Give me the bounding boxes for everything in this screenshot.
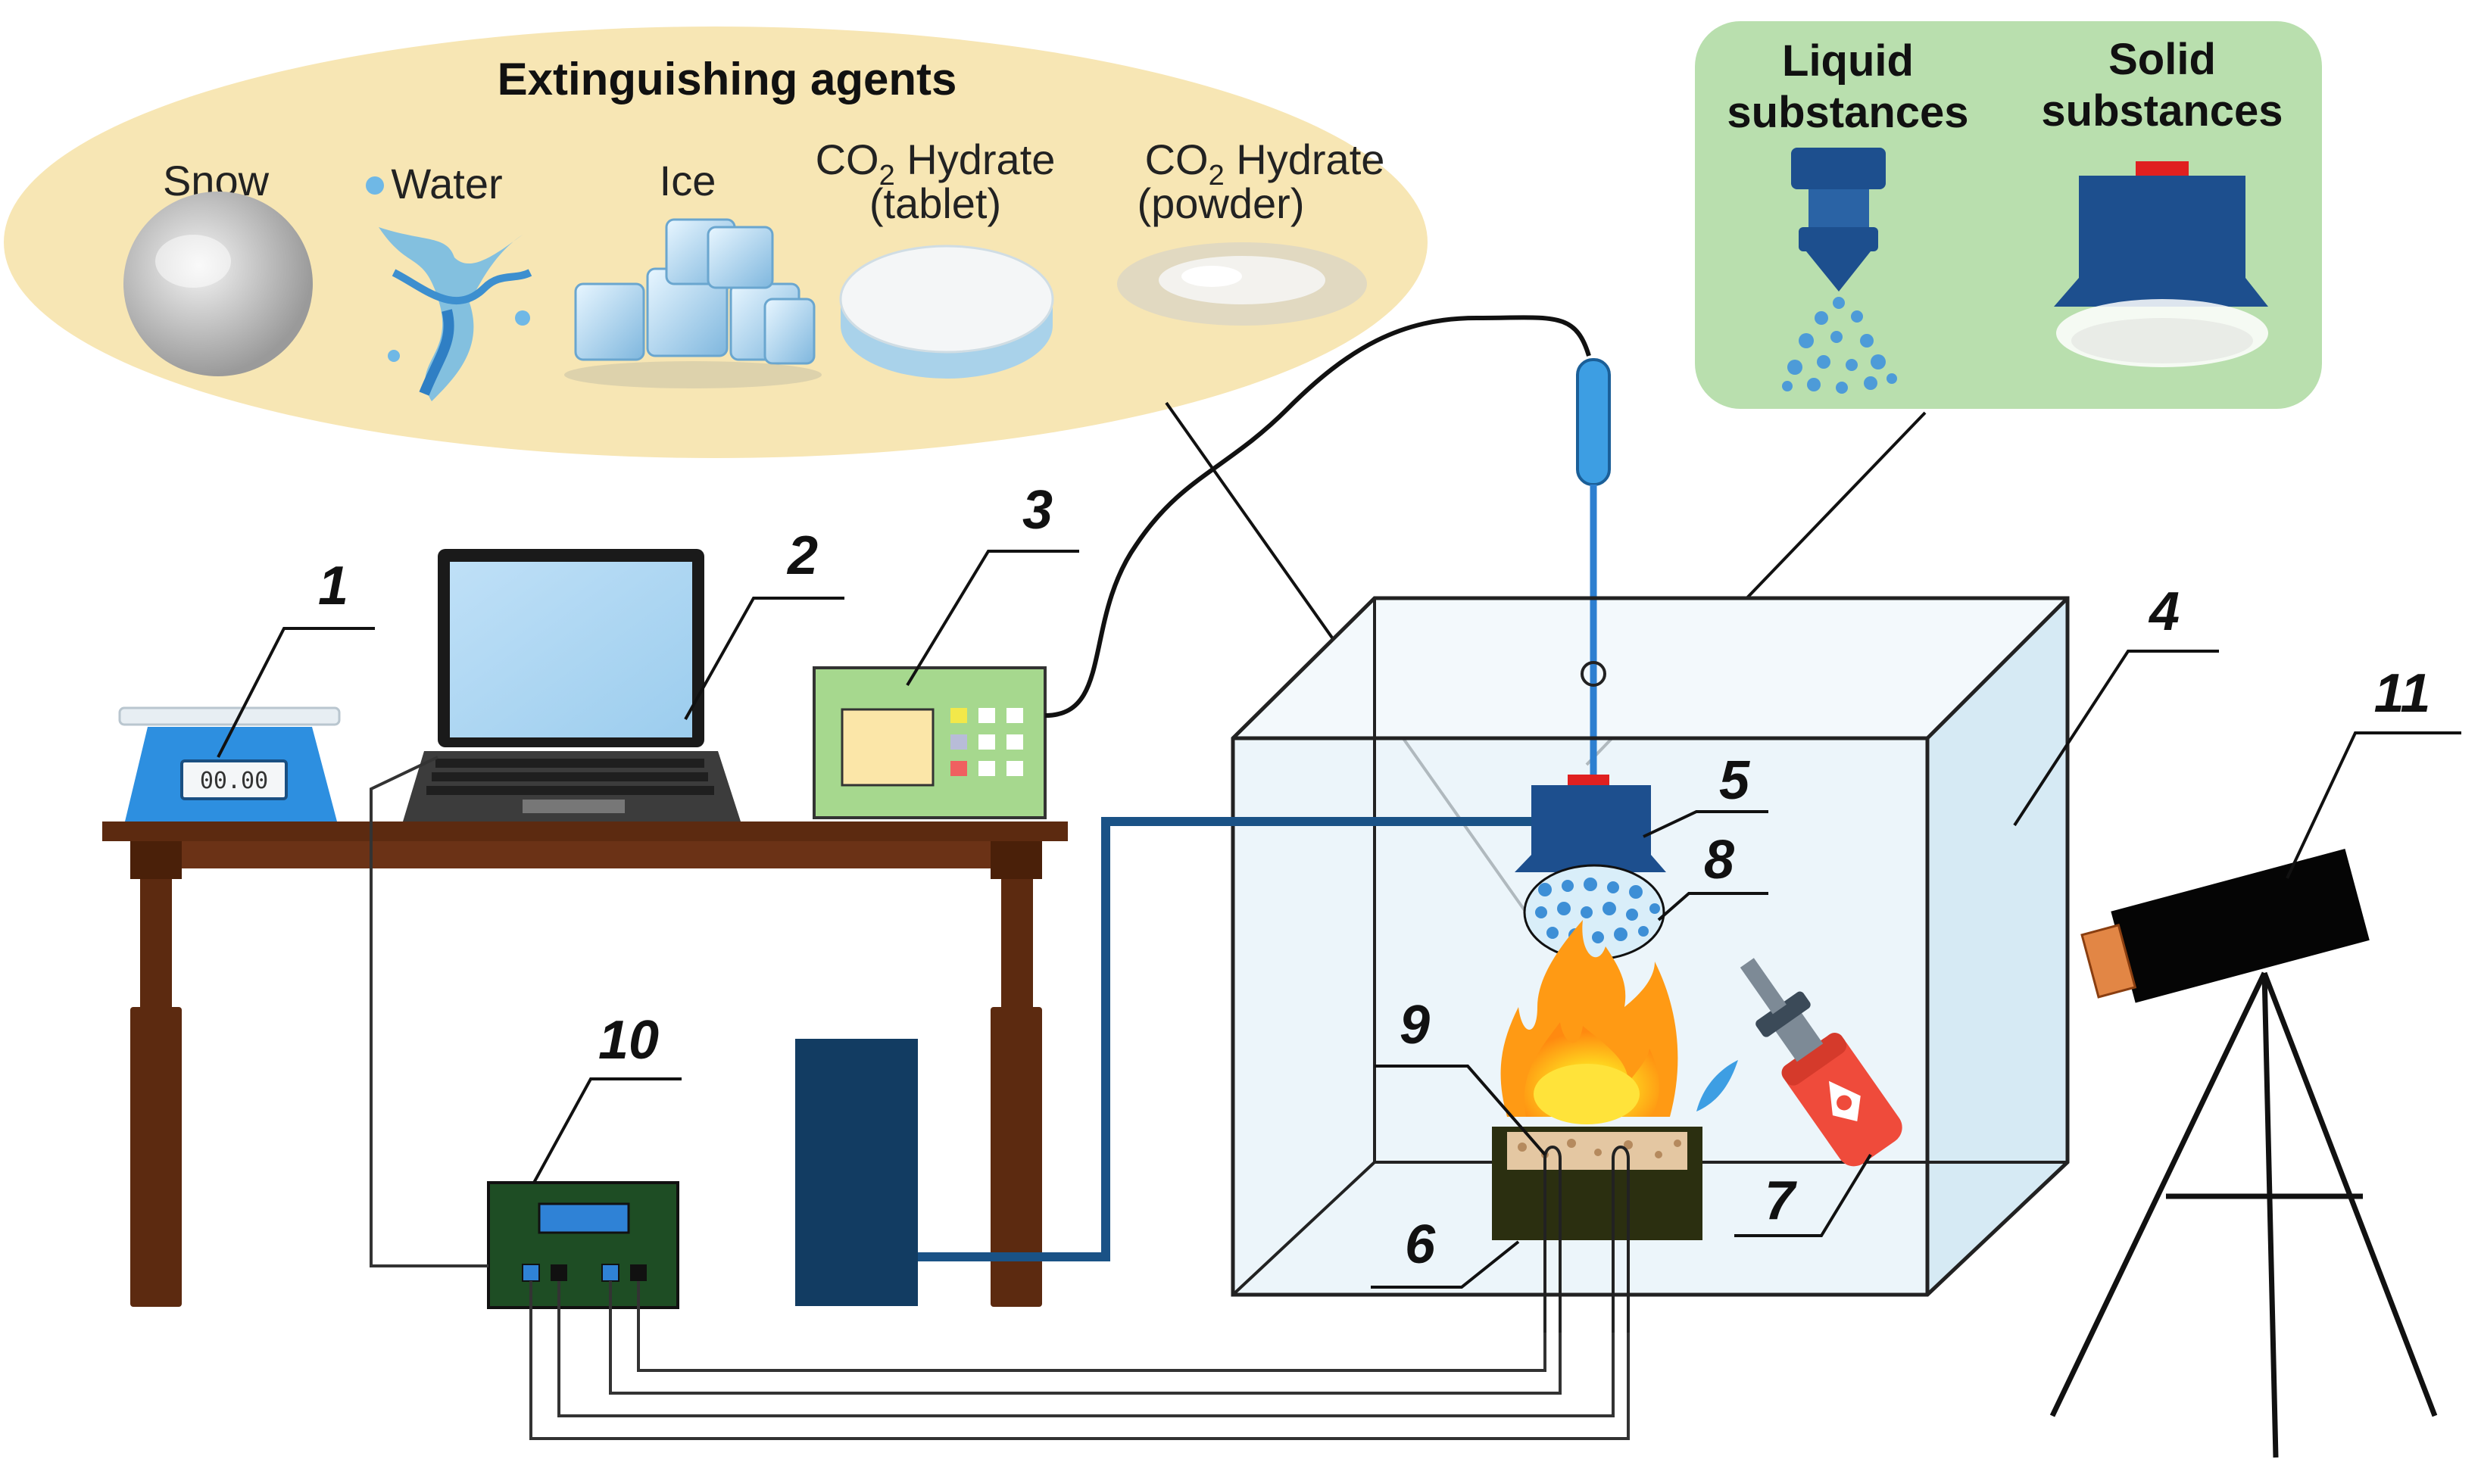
label-10: 10 bbox=[598, 1010, 659, 1071]
control-unit bbox=[813, 666, 1047, 819]
snowball-icon bbox=[123, 192, 313, 376]
agent-label-co2-tablet: CO2 Hydrate bbox=[816, 136, 1056, 192]
sample-tray bbox=[1492, 1127, 1702, 1240]
scale-display-readout: 00.00 bbox=[200, 768, 268, 794]
data-logger bbox=[487, 1181, 679, 1309]
label-1: 1 bbox=[318, 556, 348, 616]
co2-hydrate-powder-icon bbox=[1117, 242, 1367, 326]
supply-pipe bbox=[916, 817, 1531, 1261]
liquid-nozzle-icon bbox=[1782, 148, 1897, 394]
solid-substances-subtitle: substances bbox=[2041, 86, 2283, 136]
label-3: 3 bbox=[1022, 480, 1053, 541]
ice-cubes-icon bbox=[564, 218, 822, 388]
substances-panel: Liquid substances Solid substances bbox=[1695, 21, 2322, 409]
agents-panel-title: Extinguishing agents bbox=[498, 54, 957, 104]
gas-torch-icon bbox=[1696, 958, 1902, 1167]
label-11: 11 bbox=[2374, 663, 2431, 724]
label-8: 8 bbox=[1704, 830, 1734, 890]
logger-laptop-cable bbox=[370, 756, 488, 1267]
tripod bbox=[2049, 971, 2438, 1458]
extinguishing-agents-panel: Extinguishing agents Snow Water Ice CO2 bbox=[4, 26, 1428, 458]
pump-unit bbox=[795, 1039, 918, 1306]
agent-label-ice: Ice bbox=[660, 157, 716, 204]
agent-label-co2-powder: CO2 Hydrate bbox=[1145, 136, 1385, 192]
thermocouples bbox=[1543, 1146, 1630, 1333]
data-logger-display bbox=[538, 1202, 630, 1234]
flame-icon bbox=[1500, 920, 1678, 1124]
co2-hydrate-tablet-icon bbox=[839, 245, 1054, 379]
agent-label-co2-powder-form: (powder) bbox=[1138, 179, 1305, 227]
liquid-substances-title: Liquid bbox=[1782, 36, 1914, 86]
probe-cable bbox=[1044, 315, 1591, 718]
label-5: 5 bbox=[1719, 750, 1750, 811]
label-9: 9 bbox=[1400, 995, 1430, 1055]
callouts: 1 2 3 4 5 8 9 6 7 10 11 bbox=[217, 480, 2461, 1289]
spray-droplets bbox=[1523, 864, 1665, 961]
spray-dispenser bbox=[1515, 775, 1666, 872]
chamber-side-face bbox=[1927, 598, 2068, 1295]
label-4: 4 bbox=[2148, 581, 2180, 642]
label-7: 7 bbox=[1765, 1171, 1797, 1231]
solid-substances-title: Solid bbox=[2108, 35, 2216, 84]
control-unit-screen bbox=[841, 708, 935, 787]
video-camera bbox=[2049, 848, 2438, 1458]
temperature-probe bbox=[1576, 358, 1611, 776]
label-2: 2 bbox=[786, 525, 818, 586]
laptop bbox=[403, 549, 741, 822]
table bbox=[102, 822, 1068, 1307]
digital-scale: 00.00 bbox=[118, 706, 341, 822]
agent-label-water: Water bbox=[391, 160, 502, 207]
solid-dispenser-icon bbox=[2054, 161, 2268, 367]
water-splash-icon bbox=[366, 176, 532, 401]
thermocouple-wiring bbox=[529, 1281, 1630, 1440]
laptop-screen bbox=[450, 562, 692, 737]
snowball-highlight bbox=[155, 235, 231, 288]
liquid-substances-subtitle: substances bbox=[1727, 88, 1968, 137]
agent-label-co2-tablet-form: (tablet) bbox=[869, 179, 1001, 227]
label-6: 6 bbox=[1405, 1214, 1436, 1275]
chamber-edges bbox=[1231, 596, 2070, 1297]
